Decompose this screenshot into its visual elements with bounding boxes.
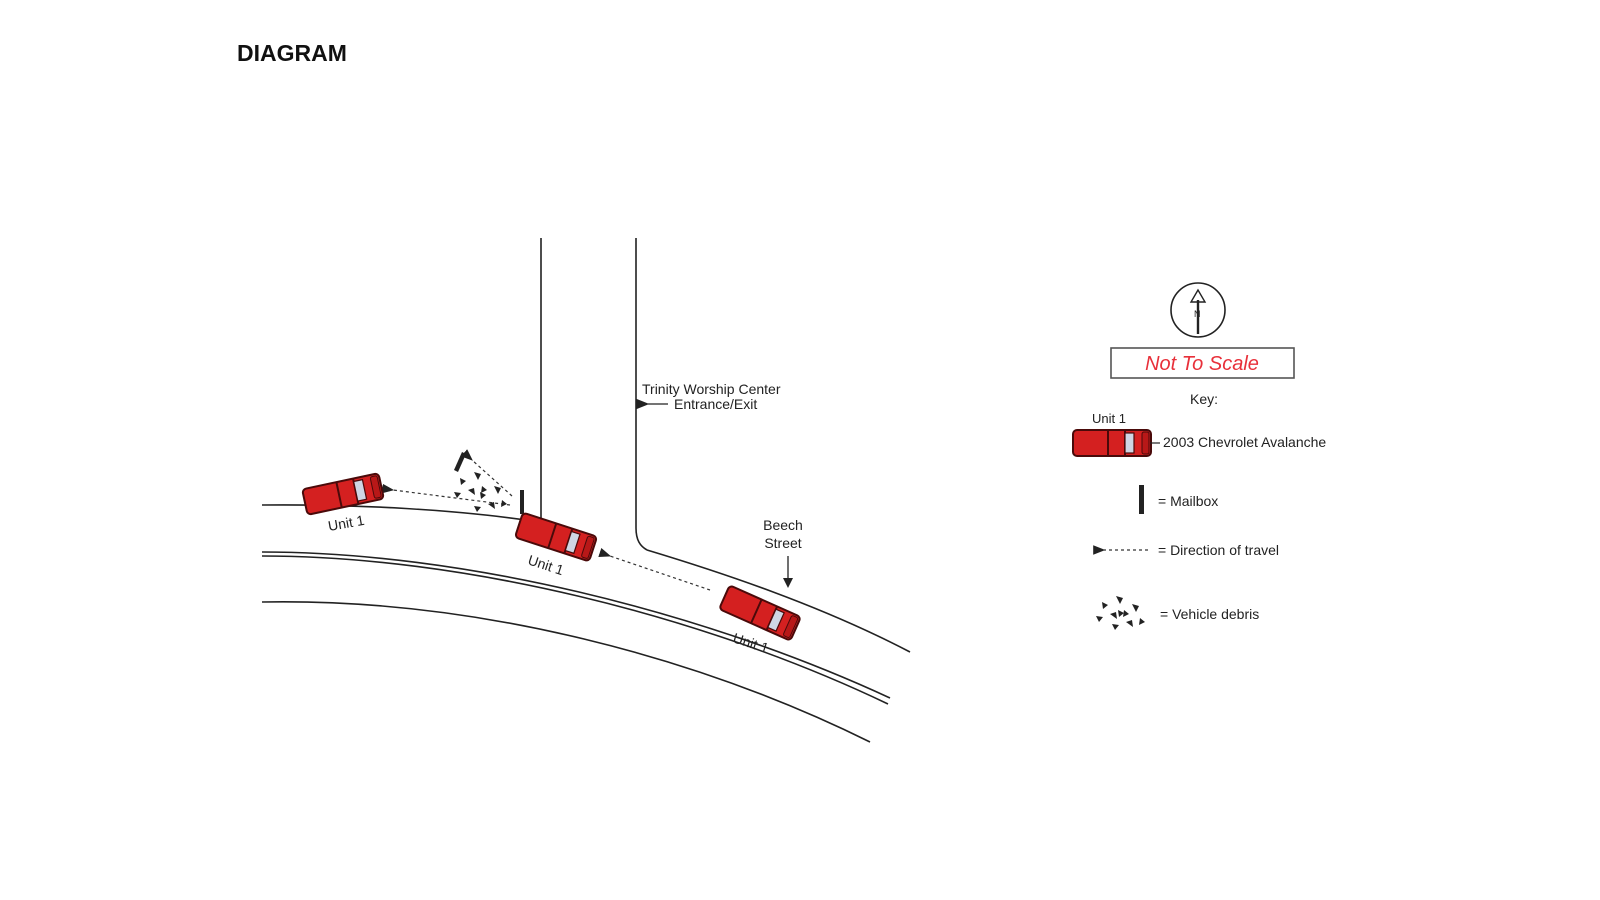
key-debris-text: = Vehicle debris [1160, 606, 1259, 622]
road-north-edge-west [261, 504, 541, 523]
road-edges [261, 238, 911, 743]
scale-note: Not To Scale [1145, 353, 1259, 375]
street-label-line2: Street [764, 535, 801, 551]
north-arrow-icon: N [1170, 282, 1226, 338]
page-title: DIAGRAM [237, 40, 347, 66]
road-center-line-2 [261, 555, 889, 705]
church-label-line1: Trinity Worship Center [642, 381, 781, 397]
church-label-line2: Entrance/Exit [674, 396, 757, 412]
travel-path [381, 449, 711, 591]
vehicle-position-3 [301, 472, 385, 516]
key-mailbox-icon [1139, 485, 1144, 514]
key-mailbox-text: = Mailbox [1158, 493, 1218, 509]
vehicle-position-1 [718, 584, 802, 642]
unit-label-3: Unit 1 [327, 512, 366, 534]
scale-note-box [1110, 347, 1295, 379]
key-direction-text: = Direction of travel [1158, 542, 1279, 558]
road-north-edge-east [646, 549, 911, 653]
key-vehicle-text: 2003 Chevrolet Avalanche [1163, 434, 1326, 450]
street-arrowhead [783, 578, 793, 588]
vehicle-debris [454, 452, 507, 512]
side-road-east-edge [635, 238, 648, 551]
unit-label-1: Unit 1 [731, 630, 771, 657]
unit-label-2: Unit 1 [526, 552, 566, 579]
key-vehicle-icon [1072, 429, 1152, 457]
road-center-line-1 [261, 551, 891, 699]
mailbox-icon [520, 490, 524, 514]
street-label-line1: Beech [763, 517, 803, 533]
key-debris-icon [1096, 596, 1145, 630]
key-unit-label: Unit 1 [1092, 411, 1126, 426]
north-letter: N [1194, 309, 1201, 319]
road-south-edge [261, 601, 871, 743]
vehicle-position-2 [513, 511, 599, 563]
key-title: Key: [1190, 391, 1218, 407]
